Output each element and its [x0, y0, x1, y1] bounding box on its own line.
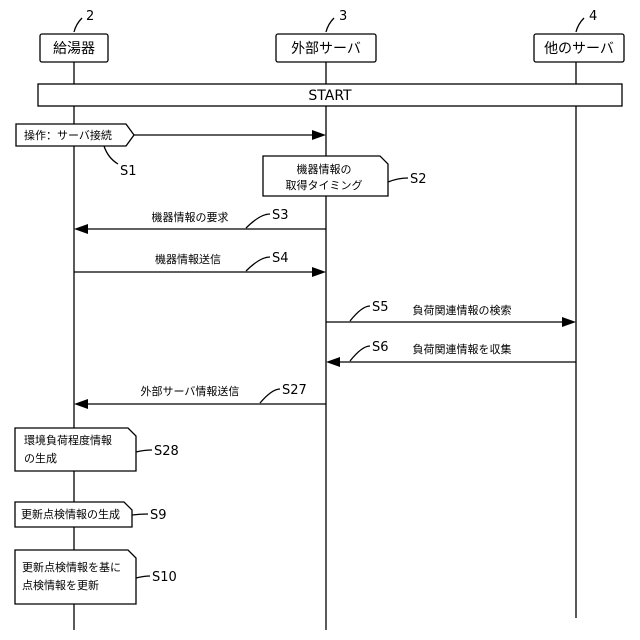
ref-number-3: 3 — [339, 9, 347, 24]
ref-number-4: 4 — [589, 9, 597, 24]
operation-label: 操作：サーバ接続 — [24, 128, 112, 142]
participant-external-server: 外部サーバ — [276, 34, 376, 62]
process-s28: 環境負荷程度情報 の生成 S28 — [15, 428, 179, 471]
participant-ref-4: 4 — [576, 9, 597, 32]
process-s28-line-2: の生成 — [24, 451, 57, 465]
participant-other-server: 他のサーバ — [534, 34, 624, 62]
step-s2-timing: 機器情報の 取得タイミング S2 — [263, 156, 427, 196]
step-label-s6: S6 — [372, 340, 389, 355]
step-label-s4: S4 — [272, 251, 289, 266]
step-label-s27: S27 — [282, 383, 307, 398]
participant-label-water-heater: 給湯器 — [53, 40, 95, 57]
step-label-s2: S2 — [410, 172, 427, 187]
participant-ref-3: 3 — [326, 9, 347, 32]
participant-water-heater: 給湯器 — [40, 34, 108, 62]
step-label-s28: S28 — [154, 444, 179, 459]
participant-label-other-server: 他のサーバ — [544, 41, 614, 57]
timing-line-2: 取得タイミング — [286, 178, 363, 192]
process-s10: 更新点検情報を基に 点検情報を更新 S10 — [15, 550, 177, 604]
process-s10-line-1: 更新点検情報を基に — [22, 560, 121, 574]
step-label-s9: S9 — [150, 508, 167, 523]
process-s9-line-1: 更新点検情報の生成 — [21, 507, 120, 521]
message-label-s27: 外部サーバ情報送信 — [141, 384, 240, 398]
message-s4: 機器情報送信 S4 — [74, 251, 326, 277]
message-s5: 負荷関連情報の検索 S5 — [326, 300, 576, 327]
participant-ref-2: 2 — [74, 9, 94, 32]
process-s10-line-2: 点検情報を更新 — [22, 578, 99, 592]
message-label-s5: 負荷関連情報の検索 — [413, 303, 512, 317]
step-label-s3: S3 — [272, 208, 289, 223]
participant-label-external-server: 外部サーバ — [291, 41, 361, 57]
start-label: START — [308, 88, 352, 104]
step-label-s1: S1 — [120, 164, 137, 179]
message-label-s6: 負荷関連情報を収集 — [413, 342, 512, 356]
process-s28-line-1: 環境負荷程度情報 — [24, 433, 112, 447]
message-s3: 機器情報の要求 S3 — [74, 208, 326, 234]
message-label-s4: 機器情報送信 — [155, 252, 221, 266]
timing-line-1: 機器情報の — [297, 162, 352, 176]
step-label-s10: S10 — [152, 570, 177, 585]
message-label-s3: 機器情報の要求 — [152, 210, 229, 224]
start-bar: START — [38, 84, 622, 106]
step-label-s5: S5 — [372, 300, 389, 315]
message-s6: 負荷関連情報を収集 S6 — [326, 340, 576, 367]
message-s27: 外部サーバ情報送信 S27 — [74, 383, 326, 409]
process-s9: 更新点検情報の生成 S9 — [15, 502, 167, 527]
ref-number-2: 2 — [86, 9, 94, 24]
